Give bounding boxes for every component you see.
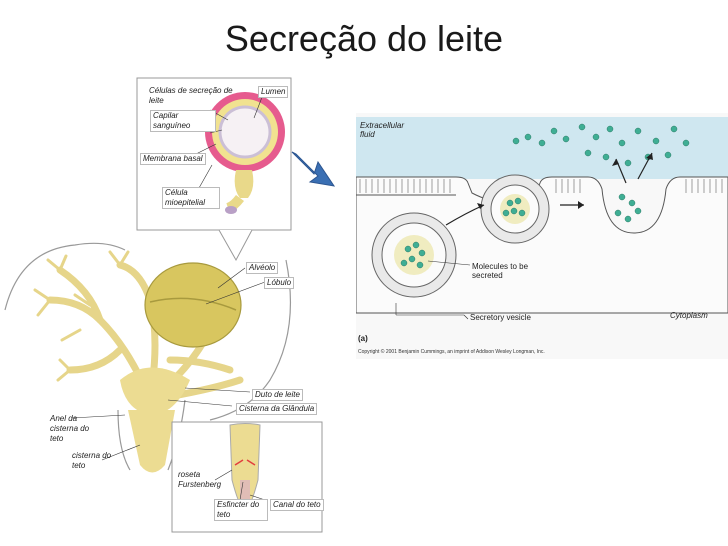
label-extracellular-fluid: Extracellular fluid bbox=[360, 121, 405, 139]
label-capillary: Capilar sanguíneo bbox=[150, 110, 216, 132]
arrow-icon bbox=[291, 151, 336, 187]
label-cytoplasm: Cytoplasm bbox=[670, 311, 708, 320]
label-alveolus: Alvéolo bbox=[246, 262, 279, 274]
label-basal-membrane: Membrana basal bbox=[140, 153, 206, 165]
label-secretory-cells: Células de secreção de leite bbox=[149, 86, 233, 105]
label-lumen: Lumen bbox=[258, 86, 289, 98]
label-molecules: Molecules to be secreted bbox=[472, 262, 529, 280]
label-teat-ring: Anel da cisterna do teto bbox=[50, 414, 90, 443]
label-secretory-vesicle: Secretory vesicle bbox=[470, 313, 531, 322]
copyright-text: Copyright © 2001 Benjamin Cummings, an i… bbox=[358, 349, 545, 355]
udder-diagram bbox=[4, 77, 323, 533]
label-rosette: roseta Furstenberg bbox=[178, 470, 222, 489]
label-panel-a: (a) bbox=[358, 334, 368, 343]
label-sphincter: Esfincter do teto bbox=[214, 499, 268, 521]
label-milk-duct: Duto de leite bbox=[252, 389, 303, 401]
label-lobule: Lóbulo bbox=[264, 277, 295, 289]
secretion-diagram bbox=[356, 113, 728, 359]
label-teat-canal: Canal do teto bbox=[270, 499, 324, 511]
label-gland-cistern: Cisterna da Glândula bbox=[236, 403, 318, 415]
label-teat-cistern: cisterna do teto bbox=[72, 451, 112, 470]
label-myoepithelial: Célula mioepitelial bbox=[162, 187, 220, 209]
slide-title: Secreção do leite bbox=[224, 18, 504, 59]
